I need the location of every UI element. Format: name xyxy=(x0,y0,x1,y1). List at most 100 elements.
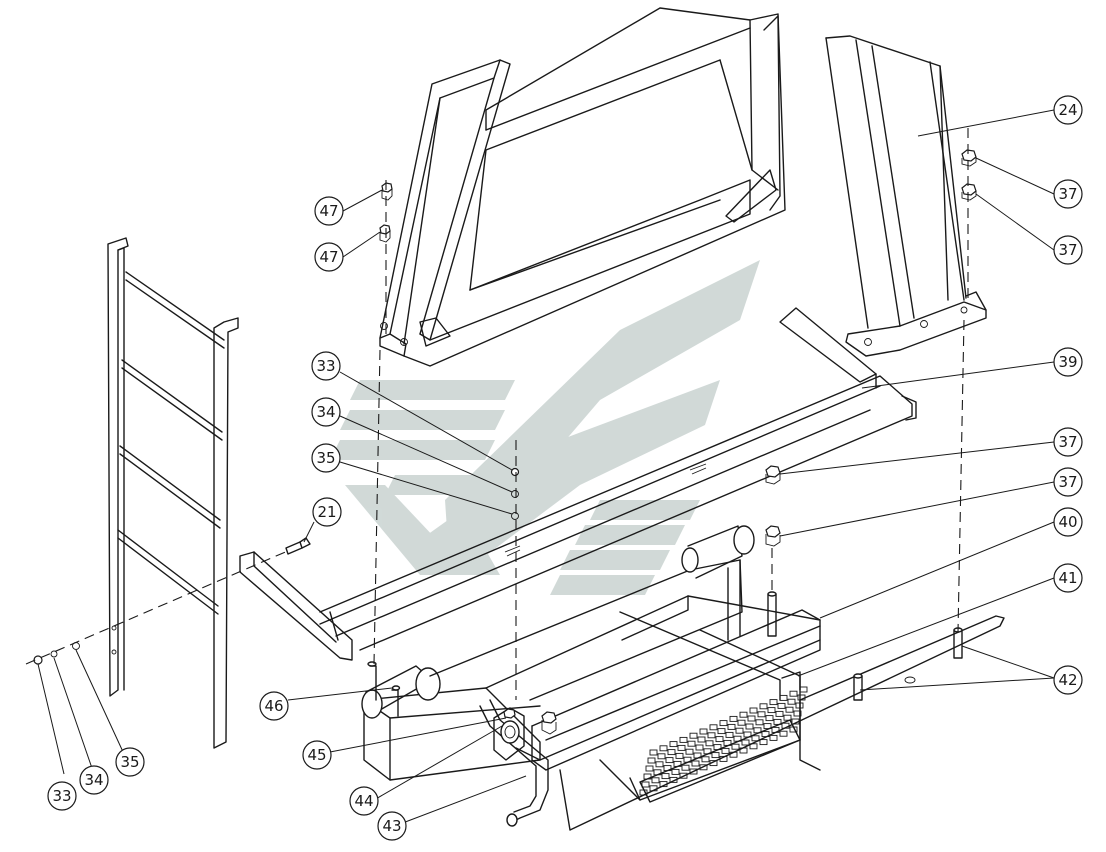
mesh-cell xyxy=(731,743,740,750)
callout-47: 47 xyxy=(314,196,344,226)
mesh-cell xyxy=(787,698,796,705)
mesh-cell xyxy=(661,773,670,780)
mesh-cell xyxy=(709,760,718,767)
svg-text:35: 35 xyxy=(316,449,335,467)
mesh-cell xyxy=(701,756,710,763)
mesh-cell xyxy=(783,714,792,721)
roller-46 xyxy=(361,525,755,719)
svg-text:44: 44 xyxy=(354,792,373,810)
callouts: 24 37 37 47 47 39 33 34 35 37 37 21 40 4… xyxy=(47,95,1083,841)
mesh-cell xyxy=(749,707,758,714)
mesh-cell xyxy=(793,710,802,717)
mesh-cell xyxy=(655,761,664,768)
callout-46: 46 xyxy=(259,691,289,721)
mesh-cell xyxy=(715,736,724,743)
mesh-cell xyxy=(693,752,702,759)
mesh-cell xyxy=(649,749,658,756)
mesh-cell xyxy=(761,731,770,738)
callout-45: 45 xyxy=(302,740,332,770)
mesh-cell xyxy=(675,752,684,759)
mesh-cell xyxy=(679,772,688,779)
svg-text:40: 40 xyxy=(1058,513,1077,531)
mesh-cell xyxy=(719,720,728,727)
mesh-cell xyxy=(785,706,794,713)
mesh-cell xyxy=(767,707,776,714)
mesh-cell xyxy=(653,769,662,776)
svg-text:37: 37 xyxy=(1058,241,1077,259)
assembly-lines xyxy=(25,128,969,700)
mesh-cell xyxy=(659,745,668,752)
mesh-cell xyxy=(745,723,754,730)
mesh-cell xyxy=(699,764,708,771)
mesh-cell xyxy=(717,728,726,735)
mesh-cell xyxy=(669,741,678,748)
svg-text:21: 21 xyxy=(317,503,336,521)
mesh-cell xyxy=(713,744,722,751)
mesh-cell xyxy=(689,768,698,775)
mesh-cell xyxy=(695,744,704,751)
mesh-cell xyxy=(737,719,746,726)
mesh-cell xyxy=(769,734,778,741)
callout-34: 34 xyxy=(79,765,109,795)
callout-37: 37 xyxy=(1053,235,1083,265)
svg-text:34: 34 xyxy=(84,771,103,789)
mesh-cell xyxy=(789,726,798,733)
mesh-cell xyxy=(727,723,736,730)
mesh-cell xyxy=(779,730,788,737)
watermark-logo xyxy=(330,260,760,595)
mesh-cell xyxy=(645,765,654,772)
mesh-cell xyxy=(735,727,744,734)
mesh-cell xyxy=(707,732,716,739)
mesh-cell xyxy=(763,723,772,730)
mesh-cell xyxy=(665,757,674,764)
mesh-cell xyxy=(789,690,798,697)
callout-37: 37 xyxy=(1053,179,1083,209)
svg-text:47: 47 xyxy=(319,248,338,266)
mesh-cell xyxy=(751,735,760,742)
mesh-plate xyxy=(639,686,808,796)
svg-text:45: 45 xyxy=(307,746,326,764)
mesh-cell xyxy=(759,739,768,746)
mesh-cell xyxy=(759,703,768,710)
callout-42: 42 xyxy=(1053,665,1083,695)
mesh-cell xyxy=(703,748,712,755)
mesh-cell xyxy=(669,776,678,783)
mesh-cell xyxy=(689,732,698,739)
mesh-cell xyxy=(641,781,650,788)
mesh-cell xyxy=(651,777,660,784)
callout-35: 35 xyxy=(115,747,145,777)
leader-lines xyxy=(37,109,1055,825)
mesh-cell xyxy=(739,747,748,754)
mesh-cell xyxy=(683,756,692,763)
mesh-cell xyxy=(687,740,696,747)
mesh-cell xyxy=(677,744,686,751)
mesh-cell xyxy=(743,731,752,738)
mesh-cell xyxy=(797,694,806,701)
callout-43: 43 xyxy=(377,811,407,841)
mesh-cell xyxy=(647,757,656,764)
mesh-cell xyxy=(691,760,700,767)
mesh-cell xyxy=(725,731,734,738)
mesh-cell xyxy=(663,765,672,772)
callout-41: 41 xyxy=(1053,563,1083,593)
callout-37: 37 xyxy=(1053,467,1083,497)
svg-text:24: 24 xyxy=(1058,101,1077,119)
mesh-cell xyxy=(739,711,748,718)
callout-24: 24 xyxy=(1053,95,1083,125)
svg-text:41: 41 xyxy=(1058,569,1077,587)
mesh-cell xyxy=(795,702,804,709)
callout-40: 40 xyxy=(1053,507,1083,537)
callout-35: 35 xyxy=(311,443,341,473)
svg-text:43: 43 xyxy=(382,817,401,835)
mesh-cell xyxy=(741,739,750,746)
svg-text:47: 47 xyxy=(319,202,338,220)
mesh-cell xyxy=(659,781,668,788)
upper-frame-left xyxy=(379,7,786,367)
mesh-cell xyxy=(729,715,738,722)
callout-37: 37 xyxy=(1053,427,1083,457)
mesh-cell xyxy=(699,728,708,735)
mesh-cell xyxy=(779,694,788,701)
mesh-cell xyxy=(755,719,764,726)
beam-39 xyxy=(239,307,917,661)
